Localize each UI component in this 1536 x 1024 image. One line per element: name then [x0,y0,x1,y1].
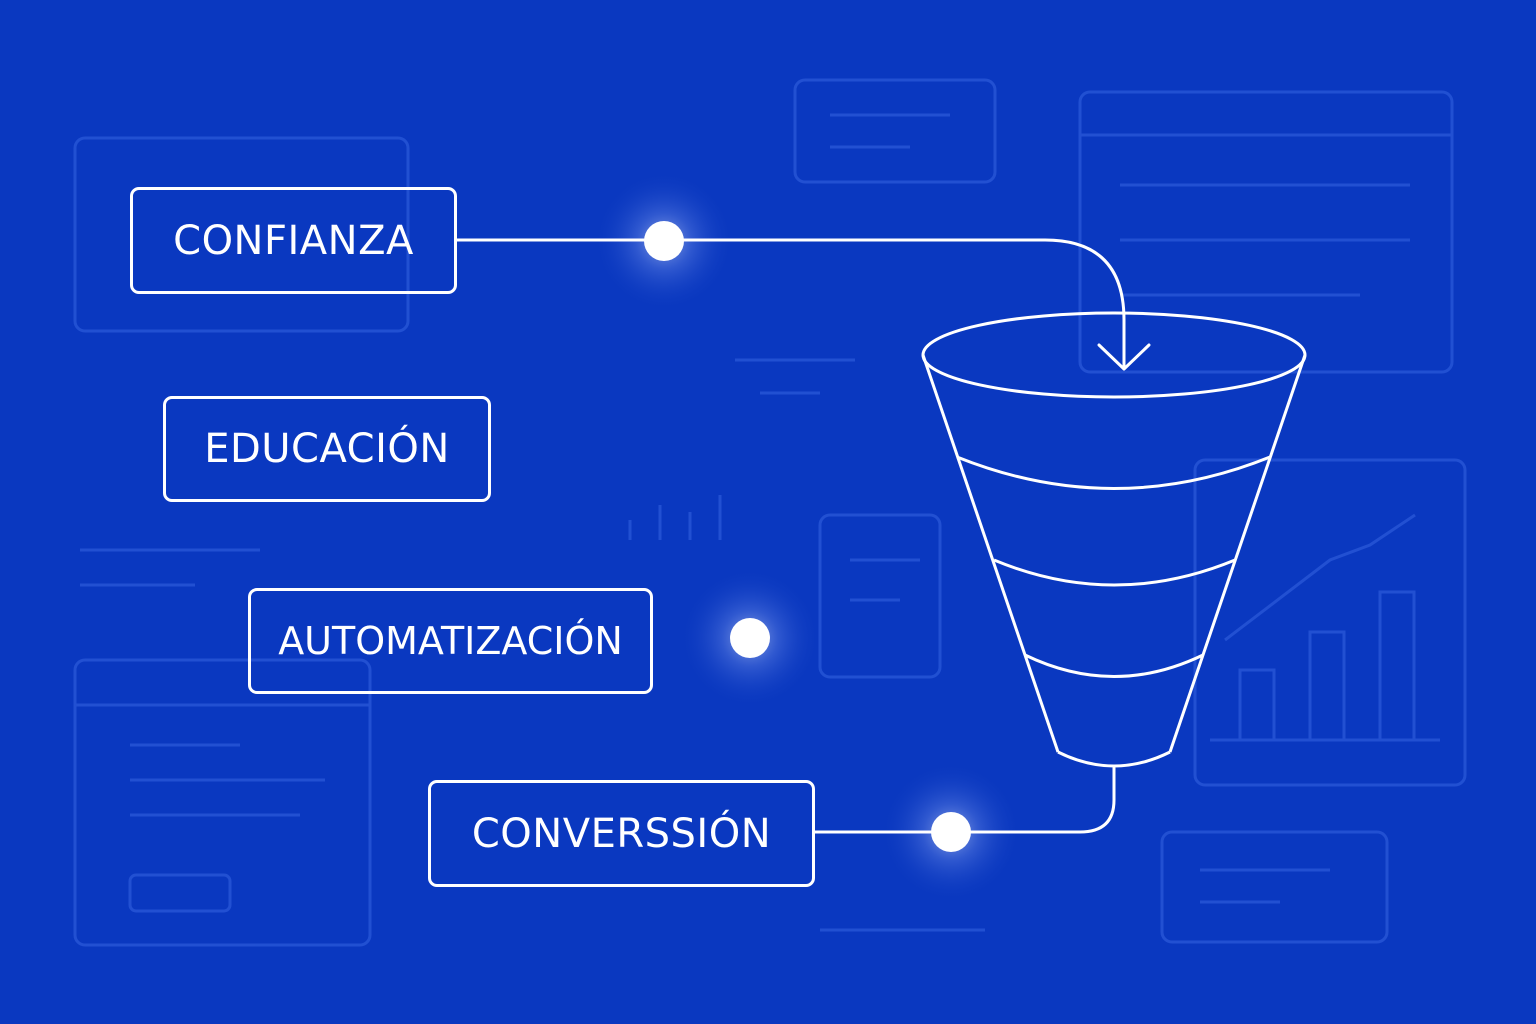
funnel-tier-divider-3 [1024,653,1204,678]
funnel-icon [921,311,1307,768]
stage-label-text: CONFIANZA [173,217,414,264]
stage-label-automatizacion: AUTOMATIZACIÓN [248,588,653,694]
stage-label-text: CONVERSSIÓN [471,810,772,857]
stage-label-conversion: CONVERSSIÓN [428,780,815,887]
stage-label-text: EDUCACIÓN [204,426,450,472]
funnel-tier-divider-2 [993,558,1236,587]
ghost-chart-bottom-right [1193,458,1467,787]
arrowhead-icon [1097,343,1151,371]
node-conversion [931,812,971,852]
connector-conversion [813,766,1116,834]
ghost-card-top-center [793,78,997,184]
ghost-card-bottom-right [1160,830,1389,944]
stage-label-text: AUTOMATIZACIÓN [278,619,623,663]
funnel-rim [921,311,1307,399]
node-automatizacion [730,618,770,658]
background-decoration [73,78,1467,947]
stage-label-confianza: CONFIANZA [130,187,457,294]
ghost-card-top-left [73,136,410,333]
ghost-window-top-right [1078,90,1454,374]
ghost-window-bottom-left [73,658,372,947]
ghost-card-middle [818,513,942,679]
connector-confianza [455,238,1126,370]
funnel-outline [921,354,1060,753]
nodes [644,221,971,852]
funnel-tier-divider-1 [956,455,1271,490]
connectors [455,238,1151,834]
funnel-bottom [1057,750,1171,768]
node-confianza [644,221,684,261]
stage-label-educacion: EDUCACIÓN [163,396,491,502]
